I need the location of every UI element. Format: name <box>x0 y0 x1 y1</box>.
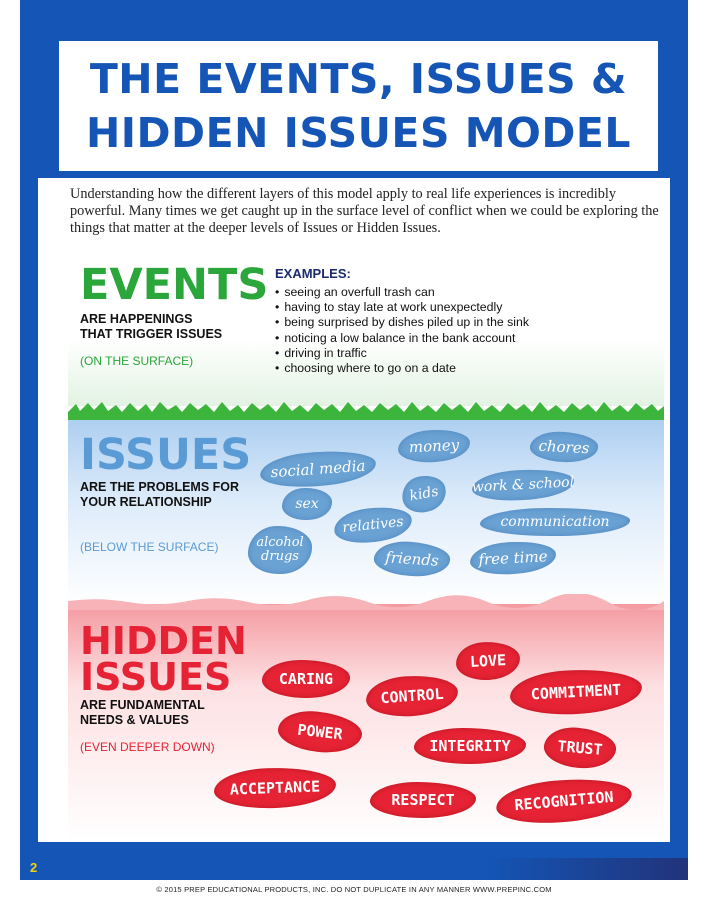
issue-tag-alcohol-line: alcohol <box>256 535 304 550</box>
page-number: 2 <box>30 860 38 875</box>
issues-note: (BELOW THE SURFACE) <box>80 540 219 554</box>
page-title-line-2: HIDDEN ISSUES MODEL <box>85 109 632 157</box>
issues-subtitle-2: YOUR RELATIONSHIP <box>80 495 212 509</box>
hidden-heading-line-2: ISSUES <box>80 655 232 699</box>
issue-tag-communication: communication <box>480 508 630 536</box>
example-item: seeing an overfull trash can <box>275 285 529 300</box>
hidden-note: (EVEN DEEPER DOWN) <box>80 740 215 754</box>
hidden-subtitle-1: ARE FUNDAMENTAL <box>80 698 205 712</box>
events-heading: EVENTS <box>80 260 269 310</box>
examples-title: EXAMPLES: <box>275 266 351 281</box>
examples-list: seeing an overfull trash can having to s… <box>275 285 529 376</box>
hidden-tag-integrity: INTEGRITY <box>414 728 526 764</box>
title-box: THE EVENTS, ISSUES & HIDDEN ISSUES MODEL <box>59 41 658 171</box>
issues-heading: ISSUES <box>80 430 252 480</box>
page-title-line-1: THE EVENTS, ISSUES & <box>89 55 628 103</box>
content-panel: Understanding how the different layers o… <box>38 178 670 842</box>
issues-subtitle-1: ARE THE PROBLEMS FOR <box>80 480 240 494</box>
issue-tag-drugs-line: drugs <box>261 549 299 564</box>
example-item: having to stay late at work unexpectedly <box>275 300 529 315</box>
issue-tag-alcohol-drugs: alcohol drugs <box>248 526 312 574</box>
hidden-subtitle-2: NEEDS & VALUES <box>80 713 189 727</box>
events-subtitle-1: ARE HAPPENINGS <box>80 312 193 326</box>
intro-paragraph: Understanding how the different layers o… <box>70 186 659 236</box>
hidden-heading-line-1: HIDDEN <box>80 619 247 663</box>
soil-divider <box>68 594 664 610</box>
copyright-footer: © 2015 PREP EDUCATIONAL PRODUCTS, INC. D… <box>156 885 552 894</box>
events-subtitle-2: THAT TRIGGER ISSUES <box>80 327 223 341</box>
example-item: noticing a low balance in the bank accou… <box>275 331 529 346</box>
footer-bar <box>20 858 688 880</box>
example-item: choosing where to go on a date <box>275 361 529 376</box>
grass-divider <box>68 402 664 420</box>
example-item: driving in traffic <box>275 346 529 361</box>
events-note: (ON THE SURFACE) <box>80 354 194 368</box>
issue-tag-sex: sex <box>282 488 332 520</box>
hidden-tag-respect: RESPECT <box>370 782 476 818</box>
hidden-tag-caring: CARING <box>262 660 350 698</box>
example-item: being surprised by dishes piled up in th… <box>275 315 529 330</box>
